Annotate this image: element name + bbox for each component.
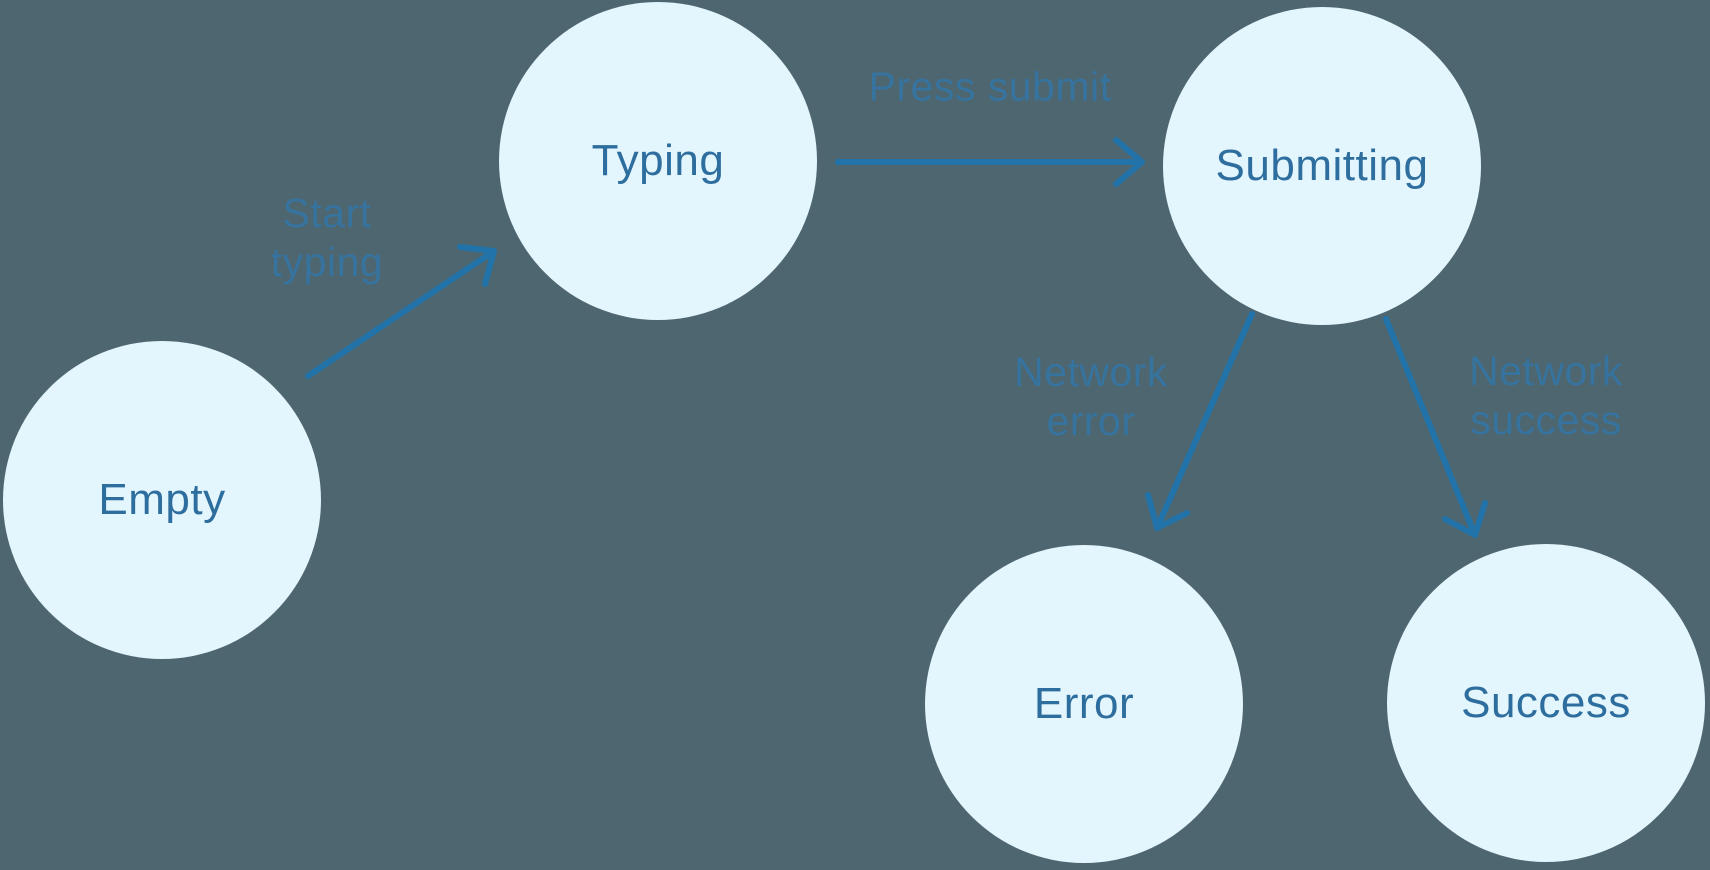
node-success: Success <box>1387 544 1705 862</box>
edge-submitting-to-success-line <box>1383 316 1478 538</box>
edge-label-network-error: Network error <box>1014 348 1168 444</box>
edge-label-network-success: Network success <box>1469 347 1623 443</box>
edge-submitting-to-error <box>1145 311 1255 531</box>
node-empty: Empty <box>3 341 321 659</box>
node-empty-label: Empty <box>98 475 226 524</box>
edge-empty-to-typing <box>305 244 497 379</box>
arrowhead-icon <box>1145 492 1190 531</box>
node-submitting-label: Submitting <box>1215 141 1429 190</box>
node-success-label: Success <box>1461 678 1631 727</box>
arrowhead-icon <box>457 244 497 287</box>
edge-submitting-to-success <box>1383 316 1488 538</box>
node-error-label: Error <box>1033 679 1135 728</box>
edge-label-start-typing: Start typing <box>270 189 384 285</box>
node-error: Error <box>925 545 1243 863</box>
edge-submitting-to-error-line <box>1154 311 1255 531</box>
edge-empty-to-typing-line <box>305 248 497 379</box>
node-typing: Typing <box>499 2 817 320</box>
edge-typing-to-submitting <box>835 137 1145 187</box>
node-typing-label: Typing <box>591 136 725 185</box>
edge-label-press-submit: Press submit <box>868 63 1112 110</box>
arrowhead-icon <box>1113 137 1145 187</box>
arrowhead-icon <box>1442 500 1488 538</box>
node-submitting: Submitting <box>1163 7 1481 325</box>
